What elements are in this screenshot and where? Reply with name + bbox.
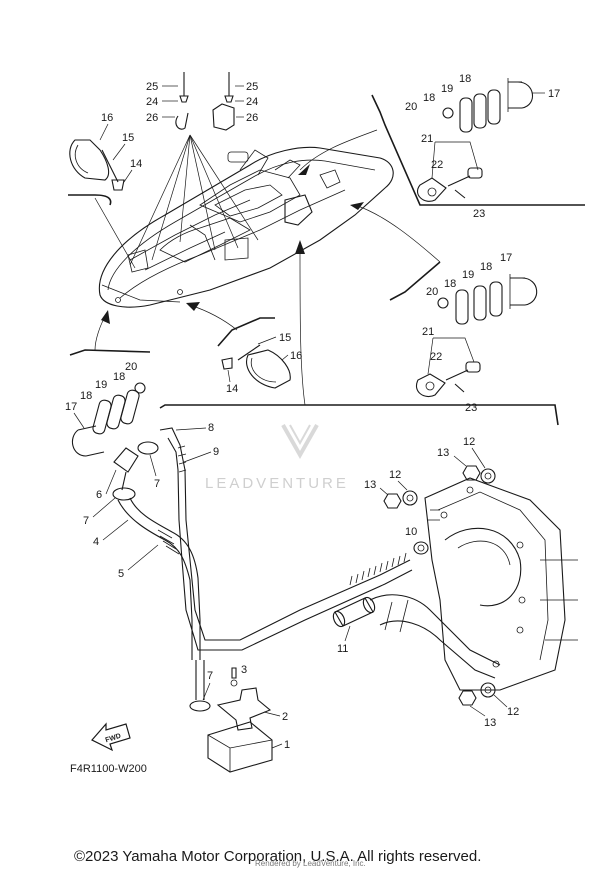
callout-26-right: 26 [246, 112, 258, 124]
callout-9: 9 [213, 446, 219, 458]
callout-20-mr: 20 [426, 286, 438, 298]
callout-24-left: 24 [146, 96, 158, 108]
nuts-and-washers: 12 13 12 13 12 13 [364, 436, 519, 729]
callout-17-mr: 17 [500, 252, 512, 264]
watercraft-hull [98, 146, 394, 308]
copyright-notice: ©2023 Yamaha Motor Corporation, U.S.A. A… [74, 848, 482, 865]
callout-10: 10 [405, 526, 417, 538]
callout-8: 8 [208, 422, 214, 434]
forward-arrow-icon: FWD [91, 722, 131, 752]
battery-box-group: 3 2 1 [207, 664, 290, 773]
grommet-and-sleeve: 10 11 [332, 526, 429, 655]
jet-housing [369, 477, 578, 691]
callout-25-right: 25 [246, 81, 258, 93]
top-left-band-group: 16 15 14 [68, 112, 142, 269]
callout-17-left: 17 [65, 401, 77, 413]
callout-15-center: 15 [279, 332, 291, 344]
callout-13-top: 13 [437, 447, 449, 459]
figure-code: F4R1100-W200 [70, 763, 147, 775]
callout-18-tr-a: 18 [459, 73, 471, 85]
callout-21-tr: 21 [421, 133, 433, 145]
callout-20-left: 20 [125, 361, 137, 373]
callout-23-mr: 23 [465, 402, 477, 414]
hose-assembly: 6 7 7 4 5 8 9 7 [83, 422, 413, 712]
callout-18-left-a: 18 [113, 371, 125, 383]
callout-13-bottom: 13 [484, 717, 496, 729]
callout-26-left: 26 [146, 112, 158, 124]
callout-19-mr: 19 [462, 269, 474, 281]
callout-18-tr-b: 18 [423, 92, 435, 104]
callout-19-left: 19 [95, 379, 107, 391]
callout-12-mid: 12 [389, 469, 401, 481]
callout-12-top: 12 [463, 436, 475, 448]
callout-14-top: 14 [130, 158, 142, 170]
leadventure-watermark: LEADVENTURE [205, 424, 349, 492]
callout-17-tr: 17 [548, 88, 560, 100]
fwd-label: FWD [105, 733, 122, 745]
callout-15-top: 15 [122, 132, 134, 144]
callout-18-mr-a: 18 [480, 261, 492, 273]
callout-3: 3 [241, 664, 247, 676]
callout-7-upper: 7 [154, 478, 160, 490]
callout-1: 1 [284, 739, 290, 751]
callout-7-lower: 7 [207, 670, 213, 682]
callout-2: 2 [282, 711, 288, 723]
callout-12-bottom: 12 [507, 706, 519, 718]
callout-20-tr: 20 [405, 101, 417, 113]
callout-25-left: 25 [146, 81, 158, 93]
lower-assembly-bracket [159, 240, 559, 426]
callout-24-right: 24 [246, 96, 258, 108]
callout-16-center: 16 [290, 350, 302, 362]
callout-22-mr: 22 [430, 351, 442, 363]
watermark-text: LEADVENTURE [205, 475, 349, 492]
callout-21-mr: 21 [422, 326, 434, 338]
callout-4: 4 [93, 536, 99, 548]
callout-7-left: 7 [83, 515, 89, 527]
callout-13-mid: 13 [364, 479, 376, 491]
top-center-fasteners: 25 24 26 25 24 26 [146, 72, 258, 131]
callout-14-center: 14 [226, 383, 238, 395]
callout-16-top: 16 [101, 112, 113, 124]
callout-19-tr: 19 [441, 83, 453, 95]
center-band-group: 15 16 14 [186, 302, 302, 395]
top-right-plate-group: 18 19 18 20 17 21 22 23 [298, 73, 585, 220]
callout-5: 5 [118, 568, 124, 580]
callout-18-left-b: 18 [80, 390, 92, 402]
callout-11: 11 [337, 643, 348, 655]
mid-right-plate-group: 17 18 19 18 20 21 22 23 [350, 202, 538, 414]
callout-22-tr: 22 [431, 159, 443, 171]
rendered-by-notice: Rendered by LeadVenture, Inc. [255, 859, 366, 868]
callout-6: 6 [96, 489, 102, 501]
callout-18-mr-b: 18 [444, 278, 456, 290]
callout-23-tr: 23 [473, 208, 485, 220]
left-plate-group: 20 18 19 18 17 [65, 310, 151, 457]
leader-lines-top [129, 134, 259, 266]
